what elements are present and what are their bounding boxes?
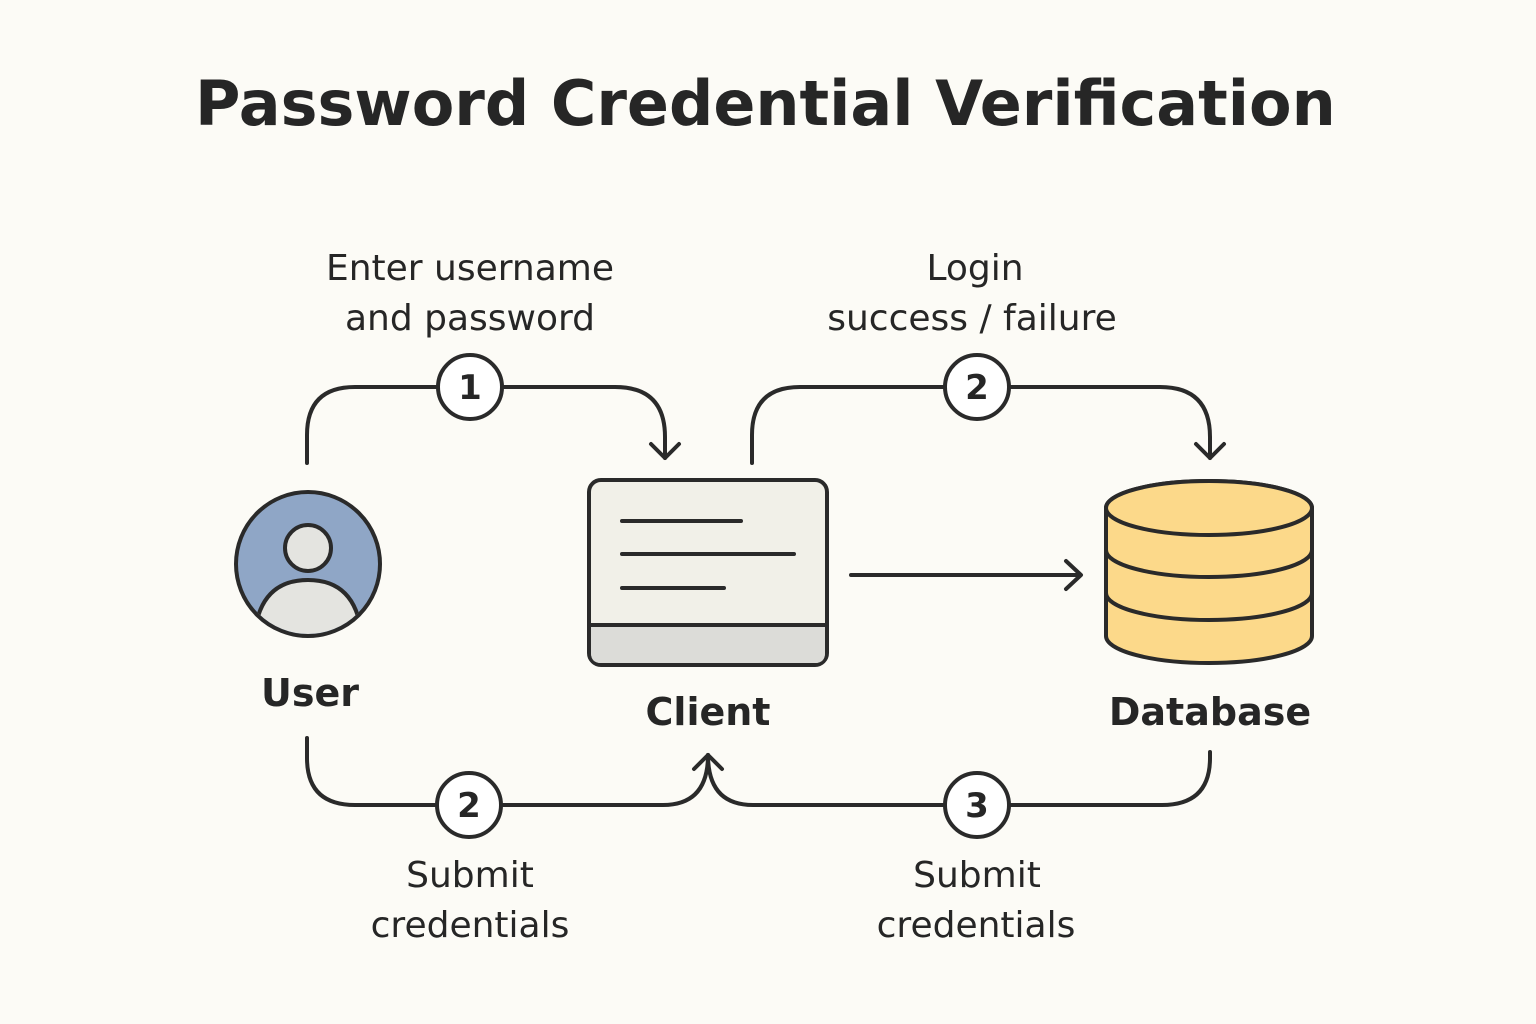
- arrow-client-to-database: [849, 559, 1083, 591]
- database-label: Database: [1109, 690, 1311, 734]
- page-title: Password Credential Verification: [195, 67, 1336, 140]
- step-label-line1: Submit: [406, 855, 534, 896]
- step-label-line2: credentials: [877, 905, 1076, 946]
- user-avatar-icon: [234, 490, 382, 638]
- client-window-footer: [591, 625, 825, 663]
- step-badge-3: [943, 771, 1011, 839]
- database-top: [1104, 479, 1314, 537]
- database-node: Database: [1104, 479, 1314, 734]
- arrowhead-down-icon: [1194, 442, 1226, 460]
- step-label-line1: Submit: [913, 855, 1041, 896]
- flow-user-to-client-bottom: 2 Submit credentials: [305, 736, 1212, 946]
- flow-client-to-database-top: 2 Login success / failure: [750, 248, 1226, 465]
- step-badge-1: [436, 353, 504, 421]
- step-badge-2-bottom: [435, 771, 503, 839]
- client-window-icon: [587, 478, 829, 667]
- connector-user-client-bottom: [305, 736, 710, 807]
- client-node: Client: [587, 478, 829, 734]
- step-number: 2: [965, 368, 989, 408]
- flow-user-to-client-top: 1 Enter username and password: [305, 248, 681, 465]
- step-label-line2: and password: [345, 298, 595, 339]
- database-icon: [1104, 479, 1314, 665]
- user-node: User: [234, 490, 382, 715]
- client-window: [587, 478, 829, 667]
- arrowhead-down-icon: [649, 442, 681, 460]
- step-label-line2: credentials: [371, 905, 570, 946]
- flow-database-to-client-bottom: 3 Submit credentials: [877, 771, 1076, 946]
- connector-database-client-bottom: [706, 750, 1212, 807]
- user-label: User: [261, 671, 359, 715]
- step-number: 1: [458, 368, 482, 408]
- client-label: Client: [646, 690, 771, 734]
- step-badge-2: [943, 353, 1011, 421]
- database-ring: [1104, 548, 1314, 579]
- step-label-line1: Login: [926, 248, 1023, 289]
- step-number: 3: [965, 786, 989, 826]
- arrowhead-right-icon: [1064, 559, 1083, 591]
- database-ring: [1104, 591, 1314, 622]
- step-label-line1: Enter username: [326, 248, 614, 289]
- step-label-line2: success / failure: [827, 298, 1117, 339]
- avatar-head: [283, 523, 333, 573]
- arrowhead-up-icon: [692, 753, 724, 771]
- step-number: 2: [457, 786, 481, 826]
